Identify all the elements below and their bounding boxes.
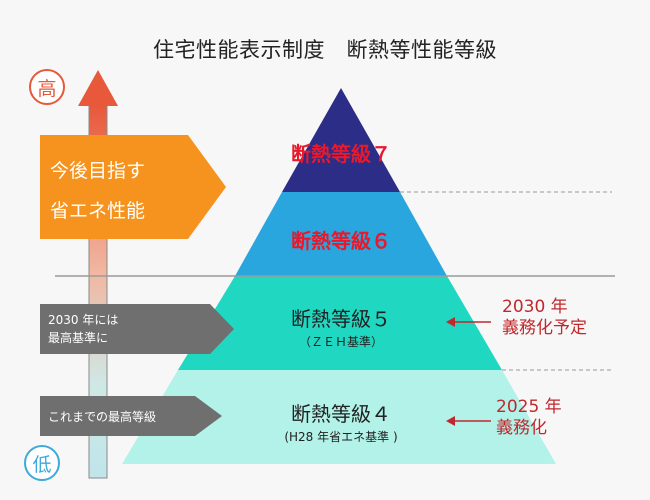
band-level-6 <box>235 192 447 276</box>
level-7-label: 断熱等級７ <box>291 142 391 166</box>
mandate-2025-note: 義務化 <box>496 418 547 438</box>
axis-arrow-head <box>78 70 118 106</box>
target-callout-line1: 今後目指す <box>50 160 146 182</box>
mandate-2030-year: 2030 年 <box>502 297 568 317</box>
axis-low-label: 低 <box>24 445 60 481</box>
best-until-callout-shape <box>40 396 222 436</box>
band-level-4 <box>122 370 556 464</box>
mandate-2025-arrow-head <box>446 416 455 426</box>
diagram-title: 住宅性能表示制度 断熱等性能等級 <box>153 38 497 62</box>
mandate-2030-note: 義務化予定 <box>502 318 587 338</box>
mandate-2025-year: 2025 年 <box>496 397 562 417</box>
best-2030-line2: 最高基準に <box>48 331 109 345</box>
target-callout-shape <box>40 135 226 239</box>
level-5-sub: （ＺＥＨ基準） <box>298 335 383 349</box>
best-2030-callout-shape <box>40 304 234 354</box>
band-level-7 <box>282 88 400 192</box>
level-4-label: 断熱等級４ <box>291 402 391 426</box>
level-5-label: 断熱等級５ <box>291 307 391 331</box>
level-6-label: 断熱等級６ <box>291 229 391 253</box>
best-until-label: これまでの最高等級 <box>48 410 157 424</box>
best-2030-line1: 2030 年には <box>48 313 119 327</box>
mandate-2030-arrow-head <box>446 317 455 327</box>
band-level-5 <box>178 276 502 370</box>
target-callout-line2: 省エネ性能 <box>50 200 146 222</box>
level-4-sub: (H28 年省エネ基準 ) <box>284 430 398 444</box>
axis-high-label: 高 <box>29 69 65 105</box>
